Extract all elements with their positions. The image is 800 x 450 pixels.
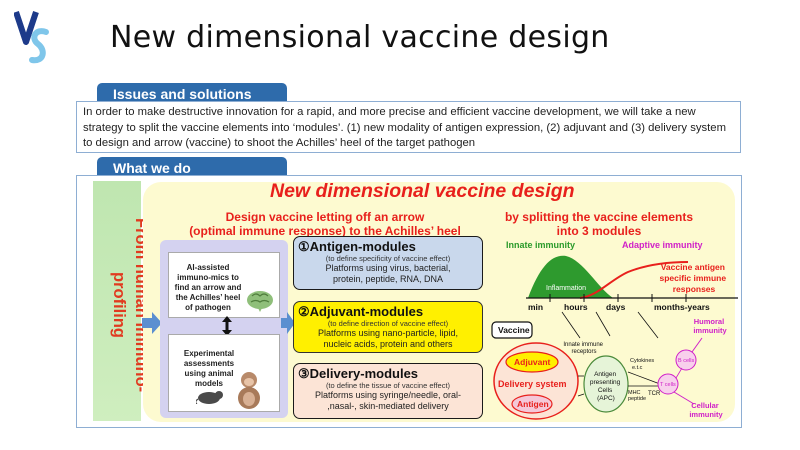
monkey-icon (238, 372, 260, 409)
right-heading-line2: into 3 modules (556, 224, 642, 238)
delivery-module: ③Delivery-modules (to define the tissue … (293, 363, 483, 419)
right-heading-line1: by splitting the vaccine elements (504, 210, 694, 224)
innate-receptors-line2: receptors (571, 349, 596, 355)
cytokines-line1: Cytokines (630, 358, 654, 364)
svg-text:Antigen presenting Cel: Antigen presenting Cells (APC) (590, 371, 622, 402)
main-title: New dimensional vaccine design (270, 180, 575, 202)
antigen-module-desc-line2: protein, peptide, RNA, DNA (332, 274, 444, 284)
inflammation-label: Inflammation (546, 285, 586, 292)
mhc-line1: MHC (628, 390, 641, 396)
timeline-days: days (606, 302, 626, 312)
response-label-line2: specific immune (660, 273, 727, 283)
adjuvant-module-desc-line2: nucleic acids, protein and others (323, 339, 453, 349)
mhc-line2: peptide (628, 396, 646, 402)
animal-model-card: Experimental assessments using animal mo… (168, 334, 280, 412)
svg-text:Innate immune receptors: Innate immune receptors (563, 342, 604, 355)
delivery-module-desc-line1: Platforms using syringe/needle, oral- (314, 390, 462, 400)
page-title: New dimensional vaccine design (110, 20, 610, 55)
output-arrow-icon (281, 312, 295, 334)
svg-text:min hours days mon: min hours days months-years (528, 302, 710, 312)
delivery-module-subtitle: (to define the tissue of vaccine effect) (325, 381, 451, 390)
adjuvant-module-subtitle: (to define direction of vaccine effect) (327, 319, 449, 328)
adjuvant-module: ②Adjuvant-modules (to define direction o… (293, 301, 483, 353)
delivery-module-title: ③Delivery-modules (298, 366, 419, 381)
issues-text: In order to make destructive innovation … (76, 101, 741, 153)
timeline-months-years: months-years (654, 302, 710, 312)
vaccine-label: Vaccine (498, 325, 530, 335)
apc-line1: Antigen (594, 371, 616, 378)
cellular-line1: Cellular (691, 401, 719, 410)
apc-line4: (APC) (597, 395, 615, 402)
left-heading: Design vaccine letting off an arrow (opt… (180, 210, 470, 238)
svg-text:Humoral immunity: Humoral immunity (693, 317, 727, 335)
tab-what-we-do: What we do (97, 157, 287, 177)
antigen-label: Antigen (517, 399, 549, 409)
inflammation-curve (528, 255, 613, 298)
adjuvant-module-title: ②Adjuvant-modules (298, 304, 424, 319)
response-label-line3: responses (673, 284, 716, 294)
timeline-hours: hours (564, 302, 588, 312)
left-heading-line1: Design vaccine letting off an arrow (225, 210, 425, 224)
side-band (93, 181, 141, 421)
humoral-line1: Humoral (694, 317, 724, 326)
innate-receptors-line1: Innate immune (563, 342, 603, 348)
t-cells-label: T cells (660, 382, 676, 388)
mouse-icon (196, 391, 223, 404)
immune-response-diagram: Innate immunity Adaptive immunity Inflam… (491, 240, 738, 420)
timeline-min: min (528, 302, 543, 312)
humoral-line2: immunity (693, 326, 727, 335)
adaptive-immunity-label: Adaptive immunity (622, 240, 703, 250)
up-down-arrow-icon (222, 316, 232, 336)
tab-issues-and-solutions: Issues and solutions (97, 83, 287, 104)
brain-icon (247, 291, 273, 312)
svg-text:Cellular immunity: Cellular immunity (689, 401, 723, 419)
left-heading-line2: (optimal immune response) to the Achille… (189, 224, 461, 238)
adjuvant-module-desc-line1: Platforms using nano-particle, lipid, (317, 328, 459, 338)
delivery-system-label: Delivery system (498, 379, 567, 389)
input-arrow-icon (142, 312, 162, 334)
delivery-module-desc-line2: ,nasal-, skin-mediated delivery (327, 401, 449, 411)
adjuvant-label: Adjuvant (514, 357, 551, 367)
side-label: From human immuno-profiling (110, 217, 150, 393)
tcr-label: TCR (648, 391, 661, 397)
antigen-module-desc-line1: Platforms using virus, bacterial, (325, 263, 451, 273)
cytokines-line2: e.t.c (632, 365, 643, 371)
svg-text:Cytokines e.t.c: Cytokines e.t.c (630, 358, 656, 371)
apc-line2: presenting (590, 379, 621, 386)
apc-line3: Cells (598, 387, 613, 394)
svg-text:MHC peptide: MHC peptide (628, 390, 646, 402)
vaccine-response-curve (579, 261, 689, 299)
cellular-line2: immunity (689, 410, 723, 419)
svg-text:Vaccine antigen specific i: Vaccine antigen specific immune response… (660, 262, 729, 294)
right-heading: by splitting the vaccine elements into 3… (484, 210, 714, 238)
innate-immunity-label: Innate immunity (506, 240, 575, 250)
b-cells-label: B cells (678, 358, 694, 364)
antigen-module: ①Antigen-modules (to define specificity … (293, 236, 483, 290)
antigen-module-title: ①Antigen-modules (298, 239, 416, 254)
antigen-module-subtitle: (to define specificity of vaccine effect… (325, 254, 451, 263)
vs-logo (14, 11, 49, 64)
response-label-line1: Vaccine antigen (661, 262, 725, 272)
